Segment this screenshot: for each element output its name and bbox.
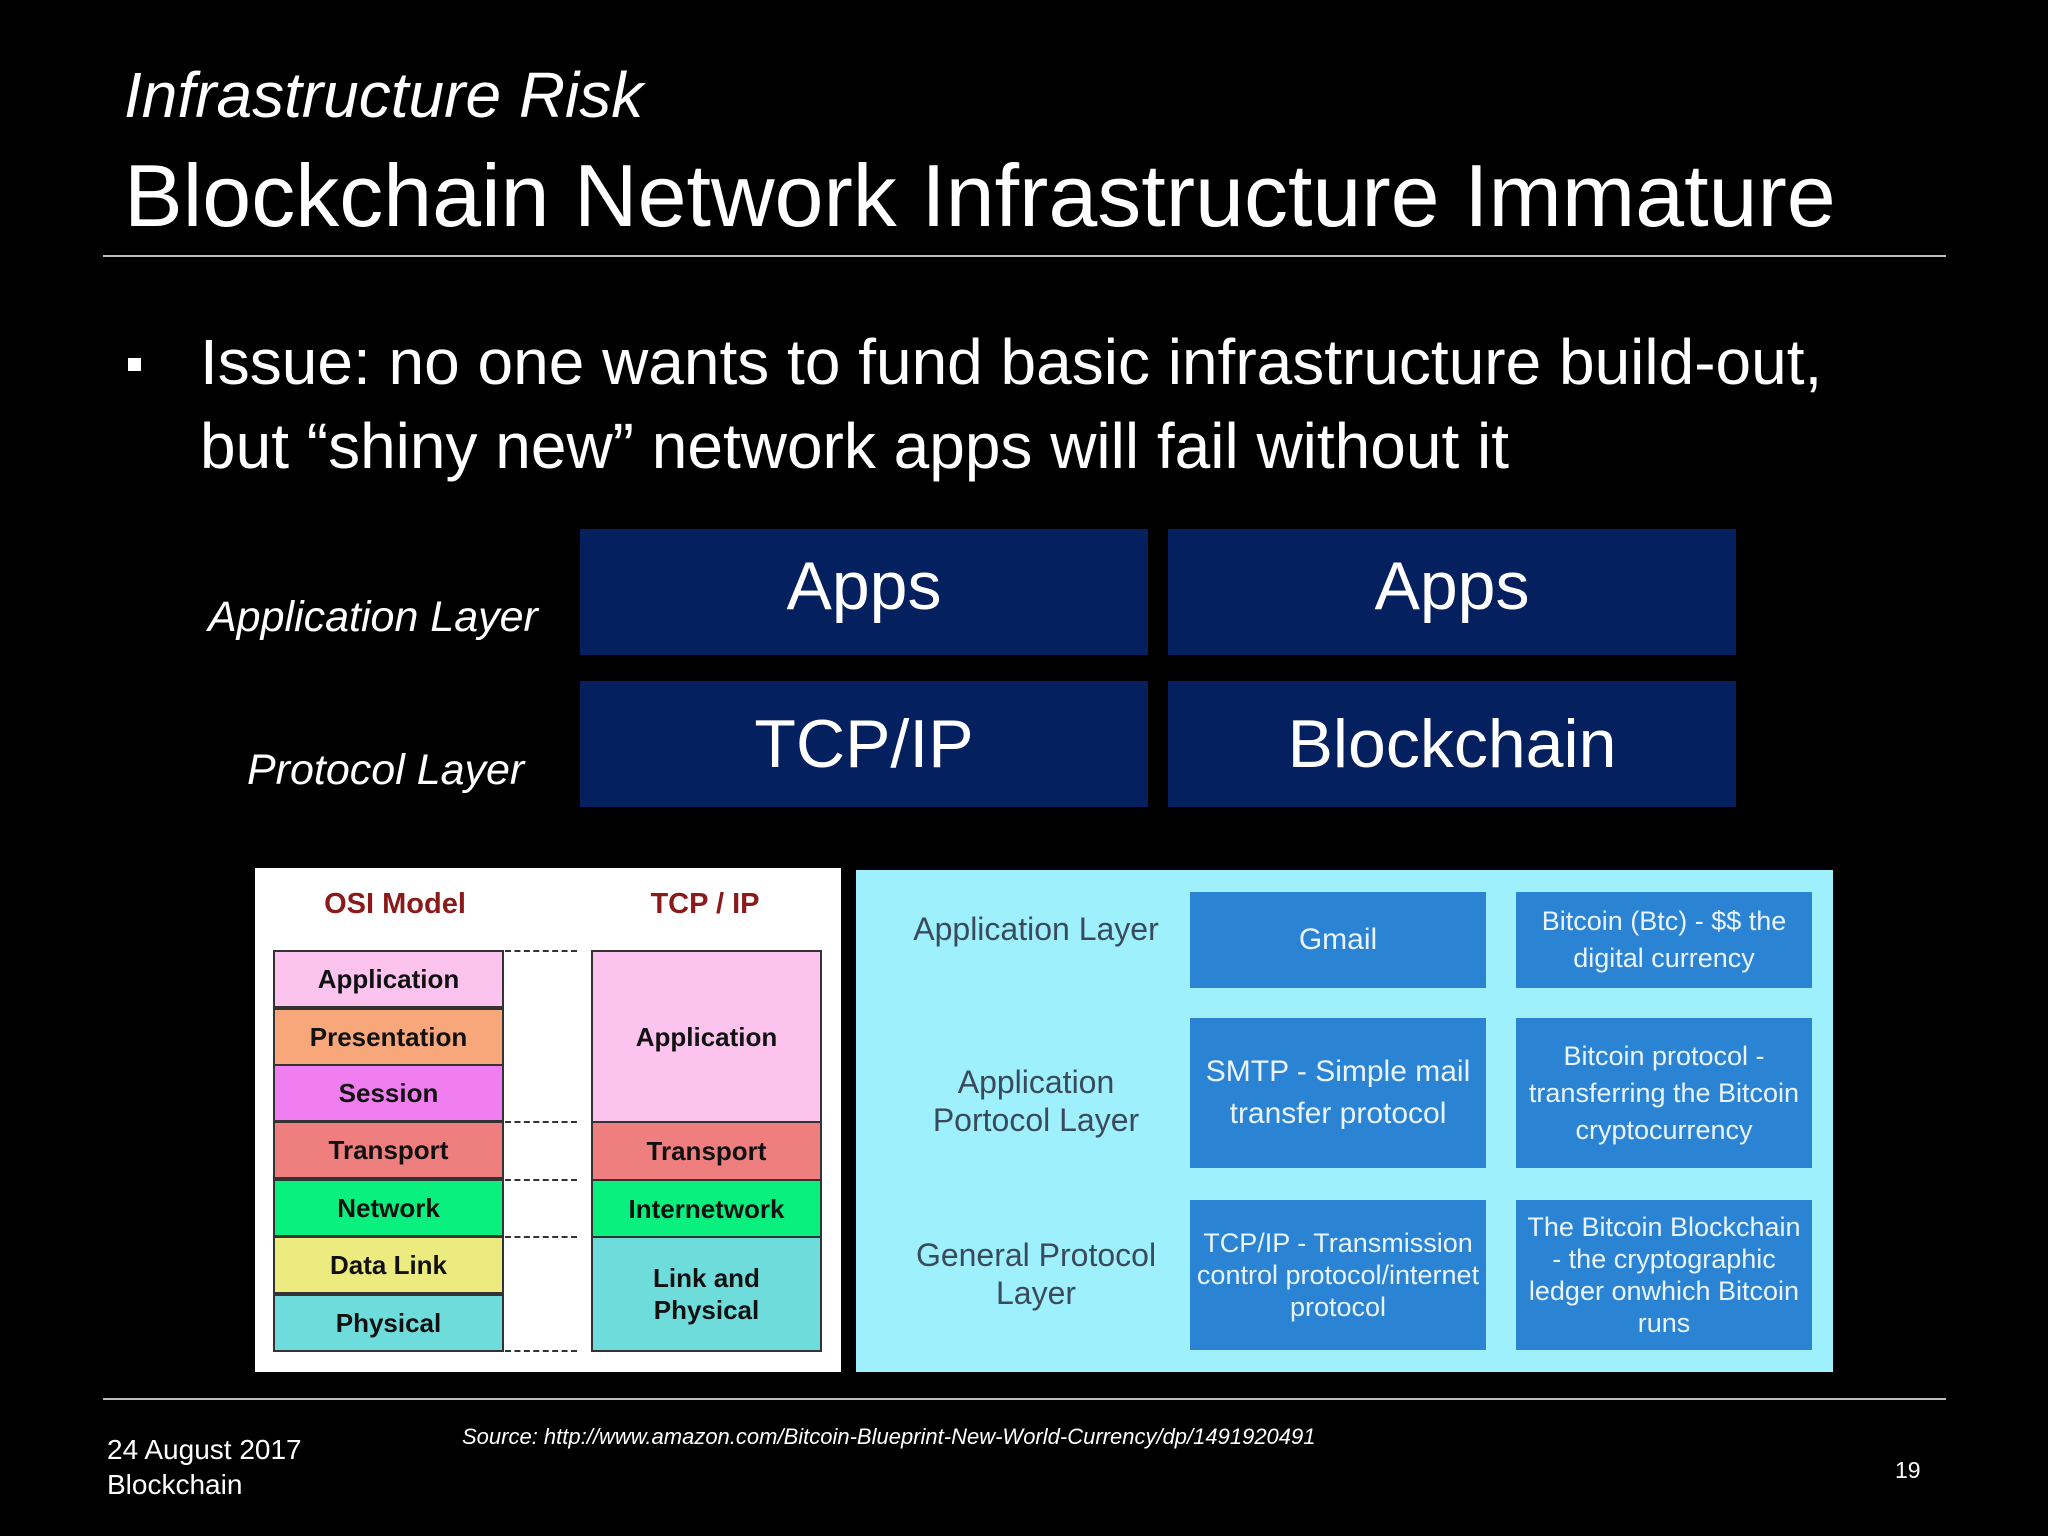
bullet-square-icon <box>128 358 141 371</box>
bc-row-label: Application Layer <box>913 911 1159 947</box>
tcpip-layer: Transport <box>591 1121 822 1181</box>
bullet-text: Issue: no one wants to fund basic infras… <box>200 326 1823 482</box>
apps-box-left: Apps <box>580 529 1148 655</box>
bc-box: TCP/IP - Transmission control protocol/i… <box>1190 1200 1486 1350</box>
bc-box: SMTP - Simple mail transfer protocol <box>1190 1018 1486 1168</box>
bc-box-text: Bitcoin (Btc) - $$ the digital currency <box>1541 906 1787 973</box>
blockchain-text: Blockchain <box>1287 706 1617 782</box>
source-citation: Source: http://www.amazon.com/Bitcoin-Bl… <box>462 1424 1316 1449</box>
osi-layer: Session <box>273 1064 504 1122</box>
osi-model-header: OSI Model <box>324 888 466 920</box>
bc-box: Bitcoin (Btc) - $$ the digital currency <box>1516 892 1812 988</box>
bc-box: The Bitcoin Blockchain - the cryptograph… <box>1516 1200 1812 1350</box>
footer-topic: Blockchain <box>107 1469 243 1500</box>
footer-divider <box>103 1398 1946 1400</box>
page-number: 19 <box>1895 1457 1921 1483</box>
dashed-connector <box>505 1179 577 1181</box>
osi-layer: Data Link <box>273 1236 504 1294</box>
bc-box: Bitcoin protocol - transferring the Bitc… <box>1516 1018 1812 1168</box>
tcpip-text: TCP/IP <box>754 706 974 782</box>
bc-box-text: The Bitcoin Blockchain - the cryptograph… <box>1527 1212 1801 1338</box>
footer-date: 24 August 2017 <box>107 1434 302 1465</box>
application-layer-label: Application Layer <box>208 593 538 641</box>
bc-row-label: Application Portocol Layer <box>932 1064 1140 1138</box>
dashed-connector <box>505 950 577 952</box>
bc-box: Gmail <box>1190 892 1486 988</box>
bc-box-text: SMTP - Simple mail transfer protocol <box>1205 1055 1471 1130</box>
tcpip-model-header: TCP / IP <box>650 888 760 920</box>
tcpip-layer: Application <box>591 950 822 1123</box>
slide-title: Blockchain Network Infrastructure Immatu… <box>124 146 1836 245</box>
dashed-connector <box>505 1350 577 1352</box>
tcpip-layer: Link and Physical <box>591 1236 822 1352</box>
tcpip-layer: Internetwork <box>591 1179 822 1238</box>
osi-layer: Physical <box>273 1294 504 1352</box>
osi-layer: Presentation <box>273 1008 504 1066</box>
osi-layer: Network <box>273 1179 504 1237</box>
blockchain-box: Blockchain <box>1168 681 1736 807</box>
bitcoin-stack-figure: Application Layer Application Portocol L… <box>856 870 1833 1372</box>
bc-box-text: Gmail <box>1298 923 1378 956</box>
bc-row-label: General Protocol Layer <box>915 1237 1157 1311</box>
bc-box-text: TCP/IP - Transmission control protocol/i… <box>1196 1228 1480 1322</box>
tcpip-box: TCP/IP <box>580 681 1148 807</box>
osi-layer: Application <box>273 950 504 1008</box>
bc-box-text: Bitcoin protocol - transferring the Bitc… <box>1528 1040 1800 1145</box>
protocol-layer-label: Protocol Layer <box>247 746 525 794</box>
title-divider <box>103 255 1946 257</box>
slide-subtitle: Infrastructure Risk <box>124 59 644 131</box>
apps-right-text: Apps <box>1374 548 1530 624</box>
dashed-connector <box>505 1121 577 1123</box>
osi-tcpip-figure: OSI Model TCP / IP Application Presentat… <box>255 868 841 1372</box>
dashed-connector <box>505 1236 577 1238</box>
apps-box-right: Apps <box>1168 529 1736 655</box>
apps-left-text: Apps <box>786 548 942 624</box>
footer-meta: 24 August 2017 Blockchain <box>107 1432 302 1502</box>
osi-layer: Transport <box>273 1121 504 1179</box>
